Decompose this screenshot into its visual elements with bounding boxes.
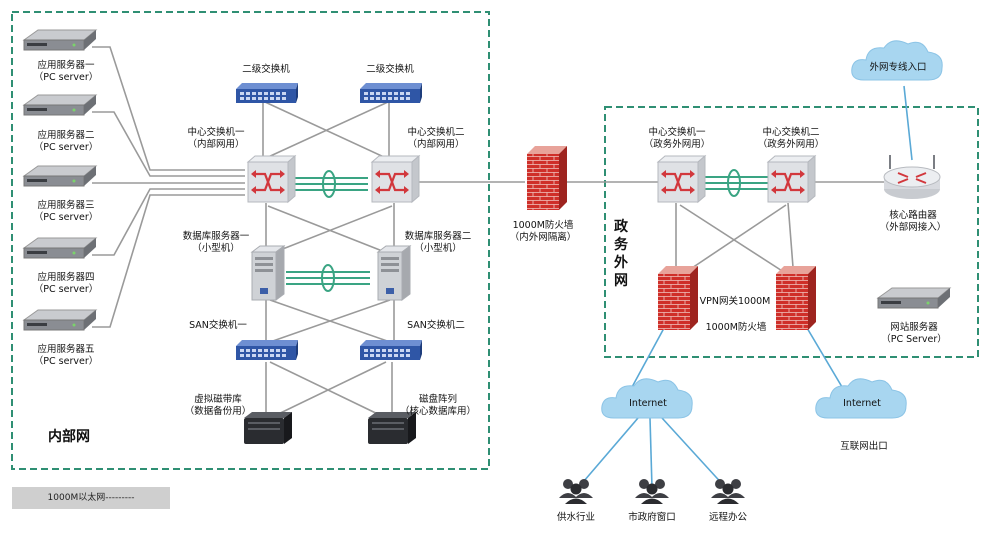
core-switch-2-label: 中心交换机二（内部网用） [407,127,465,150]
user-remote-label: 远程办公 [708,512,747,523]
gov-switch-2-label: 中心交换机二（政务外网用） [757,127,825,150]
internal-network-zone-border [11,11,490,470]
app-server-1-icon[interactable] [23,29,97,51]
core-router-icon[interactable] [883,155,941,199]
cloud-dedicated-label: 外网专线入口 [869,62,927,73]
user-group-remote-icon [711,479,745,504]
legend-ethernet: 1000M以太网--------- [12,487,170,509]
app-server-3-label: 应用服务器三（PC server） [33,200,99,223]
gov-firewall-label: 1000M防火墙 [705,322,767,333]
user-gov-label: 市政府窗口 [628,512,676,523]
san-switch-1-label: SAN交换机一 [189,320,247,331]
internal-network-title: 内部网 [48,429,90,445]
app-server-2-icon[interactable] [23,94,97,116]
db-server-2-label: 数据库服务器二（小型机） [404,231,472,254]
app-server-5-label: 应用服务器五（PC server） [33,344,99,367]
gov-firewall-icon[interactable] [776,266,816,330]
l2-switch-1-icon[interactable] [236,83,298,103]
san-switch-1-icon[interactable] [236,340,298,360]
core-switch-2-icon[interactable] [370,154,421,204]
tape-library-label: 虚拟磁带库（数据备份用） [184,394,252,417]
web-server-icon[interactable] [877,287,951,309]
db-server-1-label: 数据库服务器一（小型机） [182,231,250,254]
l2-switch-2-icon[interactable] [360,83,422,103]
firewall-middle-label: 1000M防火墙（内外网隔离） [509,220,577,243]
app-server-5-icon[interactable] [23,309,97,331]
core-switch-1-label: 中心交换机一（内部网用） [187,127,245,150]
san-switch-2-label: SAN交换机二 [407,320,465,331]
gov-switch-1-label: 中心交换机一（政务外网用） [643,127,711,150]
vpn-gateway-label: VPN网关1000M [699,296,771,307]
core-switch-1-icon[interactable] [246,154,297,204]
san-switch-2-icon[interactable] [360,340,422,360]
gov-external-zone-border [604,106,979,358]
l2-switch-1-label: 二级交换机 [242,64,290,75]
dedicated-line-cloud-icon [851,40,943,81]
internet-exit-label: 互联网出口 [840,441,888,452]
app-server-1-label: 应用服务器一（PC server） [33,60,99,83]
web-server-label: 网站服务器（PC Server） [881,322,947,345]
app-server-3-icon[interactable] [23,165,97,187]
cloud-internet-1-label: Internet [629,398,667,409]
core-router-label: 核心路由器（外部网接入） [879,210,947,233]
firewall-middle-icon[interactable] [527,146,567,210]
app-server-2-label: 应用服务器二（PC server） [33,130,99,153]
link-aggregation-links [286,169,768,292]
user-water-label: 供水行业 [556,512,595,523]
cloud-internet-2-label: Internet [843,398,881,409]
l2-switch-2-label: 二级交换机 [366,64,414,75]
user-group-water-icon [559,479,593,504]
gov-switch-1-icon[interactable] [656,154,707,204]
gov-external-network-title: 政 务 外 网 [614,219,628,289]
app-server-4-label: 应用服务器四（PC server） [33,272,99,295]
app-server-4-icon[interactable] [23,237,97,259]
disk-array-label: 磁盘阵列（核心数据库用） [399,394,476,417]
gov-switch-2-icon[interactable] [766,154,817,204]
